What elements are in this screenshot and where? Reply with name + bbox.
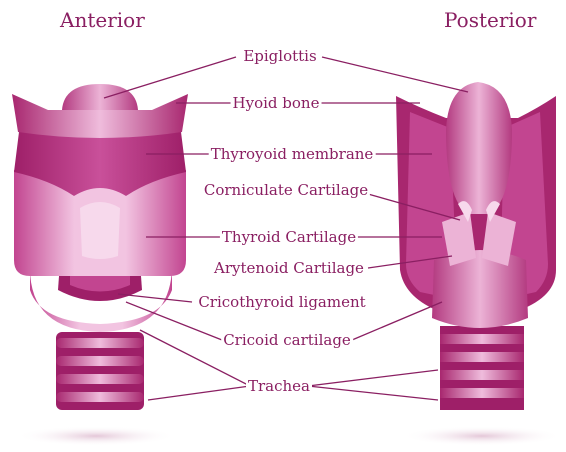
label-thyroyoid-membrane: Thyroyoid membrane <box>209 145 376 163</box>
label-cricothyroid-ligament: Cricothyroid ligament <box>196 293 367 311</box>
label-hyoid-bone: Hyoid bone <box>231 94 322 112</box>
posterior-cricoid <box>432 250 528 328</box>
label-thyroid-cartilage: Thyroid Cartilage <box>220 228 358 246</box>
posterior-larynx <box>396 82 556 410</box>
label-arytenoid-cartilage: Arytenoid Cartilage <box>212 259 366 277</box>
posterior-view-heading: Posterior <box>444 8 536 32</box>
posterior-epiglottis <box>446 82 512 214</box>
posterior-shadow <box>402 426 562 446</box>
label-corniculate-cartilage: Corniculate Cartilage <box>202 181 370 199</box>
label-cricoid-cartilage: Cricoid cartilage <box>221 331 353 349</box>
anterior-trachea <box>56 332 144 410</box>
label-trachea: Trachea <box>246 377 312 395</box>
anterior-view-heading: Anterior <box>60 8 145 32</box>
anterior-epiglottis <box>62 84 138 110</box>
anterior-shadow <box>16 426 176 446</box>
label-epiglottis: Epiglottis <box>241 47 318 65</box>
anterior-larynx <box>12 84 188 410</box>
posterior-trachea <box>440 326 524 410</box>
